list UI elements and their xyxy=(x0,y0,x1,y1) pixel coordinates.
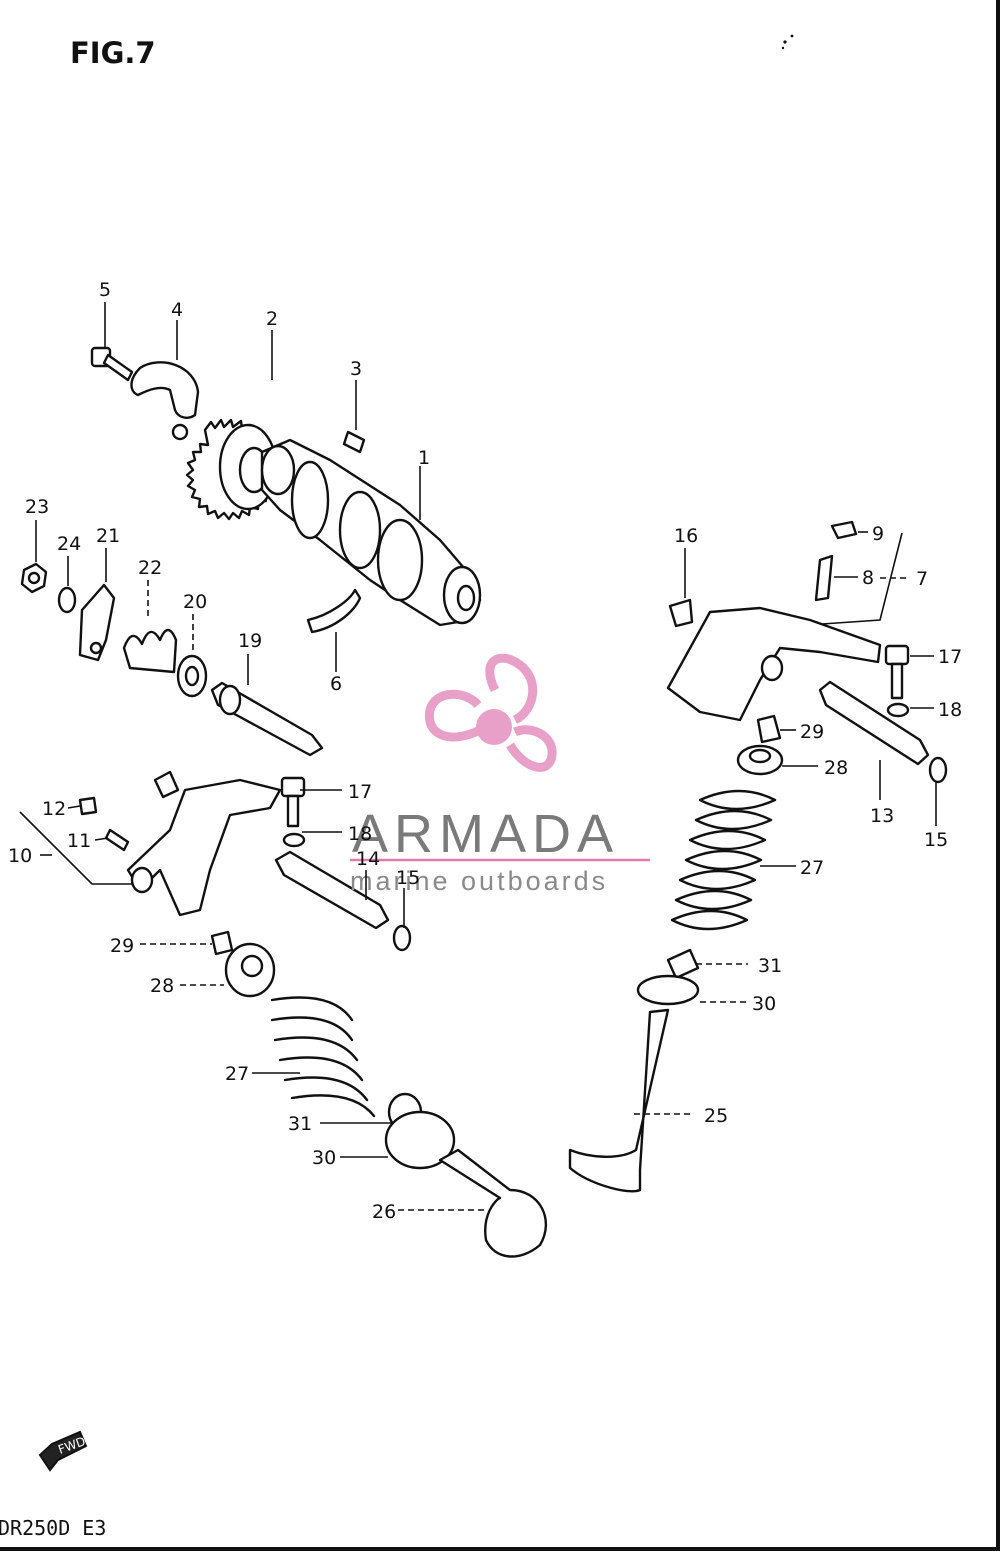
callout-numbers: 1 2 3 4 5 6 7 8 9 10 11 12 13 14 15 16 1… xyxy=(8,279,962,1223)
callout-18: 18 xyxy=(938,699,962,721)
callout-7: 7 xyxy=(916,568,928,590)
callout-1: 1 xyxy=(418,447,430,469)
callout-21: 21 xyxy=(96,525,120,547)
callout-15-left: 15 xyxy=(396,867,420,889)
callout-14: 14 xyxy=(356,848,380,870)
callout-4: 4 xyxy=(171,299,183,321)
callout-3: 3 xyxy=(350,358,362,380)
callout-26: 26 xyxy=(372,1201,396,1223)
callout-9: 9 xyxy=(872,523,884,545)
watermark-tagline: marine outboards xyxy=(350,866,608,896)
armada-watermark: ARMADA marine outboards xyxy=(350,653,650,896)
callout-22: 22 xyxy=(138,557,162,579)
forward-arrow-icon: FWD xyxy=(38,1430,87,1472)
callout-29: 29 xyxy=(800,721,824,743)
callout-8: 8 xyxy=(862,567,874,589)
decompression-assembly xyxy=(20,562,324,757)
thrust-washer xyxy=(306,588,362,634)
callout-23: 23 xyxy=(25,496,49,518)
callout-30: 30 xyxy=(752,993,776,1015)
watermark-brand: ARMADA xyxy=(352,804,619,864)
callout-2: 2 xyxy=(266,308,278,330)
callout-29-left: 29 xyxy=(110,935,134,957)
callout-12: 12 xyxy=(42,798,66,820)
left-rocker-assembly xyxy=(78,770,548,1258)
bolt-and-plate xyxy=(90,346,200,441)
callout-17-left: 17 xyxy=(348,781,372,803)
callout-28: 28 xyxy=(824,757,848,779)
callout-19: 19 xyxy=(238,630,262,652)
figure-title: FIG.7 xyxy=(70,36,156,70)
callout-20: 20 xyxy=(183,591,207,613)
callout-13: 13 xyxy=(870,805,894,827)
callout-31-left: 31 xyxy=(288,1113,312,1135)
callout-27: 27 xyxy=(800,857,824,879)
callout-25: 25 xyxy=(704,1105,728,1127)
propeller-logo-icon xyxy=(424,653,557,772)
callout-6: 6 xyxy=(330,673,342,695)
callout-28-left: 28 xyxy=(150,975,174,997)
callout-18-left: 18 xyxy=(348,823,372,845)
callout-11: 11 xyxy=(67,830,91,852)
camshaft xyxy=(260,438,482,627)
pin xyxy=(342,430,366,454)
callout-17: 17 xyxy=(938,646,962,668)
callout-31: 31 xyxy=(758,955,782,977)
callout-15: 15 xyxy=(924,829,948,851)
model-code: DR250D E3 xyxy=(0,1516,106,1540)
callout-5: 5 xyxy=(99,279,111,301)
scan-specks xyxy=(781,34,794,50)
callout-24: 24 xyxy=(57,533,81,555)
leader-lines xyxy=(19,302,937,1211)
callout-16: 16 xyxy=(674,525,698,547)
callout-30-left: 30 xyxy=(312,1147,336,1169)
callout-27-left: 27 xyxy=(225,1063,249,1085)
right-rocker-assembly xyxy=(568,520,948,1193)
callout-10: 10 xyxy=(8,845,32,867)
